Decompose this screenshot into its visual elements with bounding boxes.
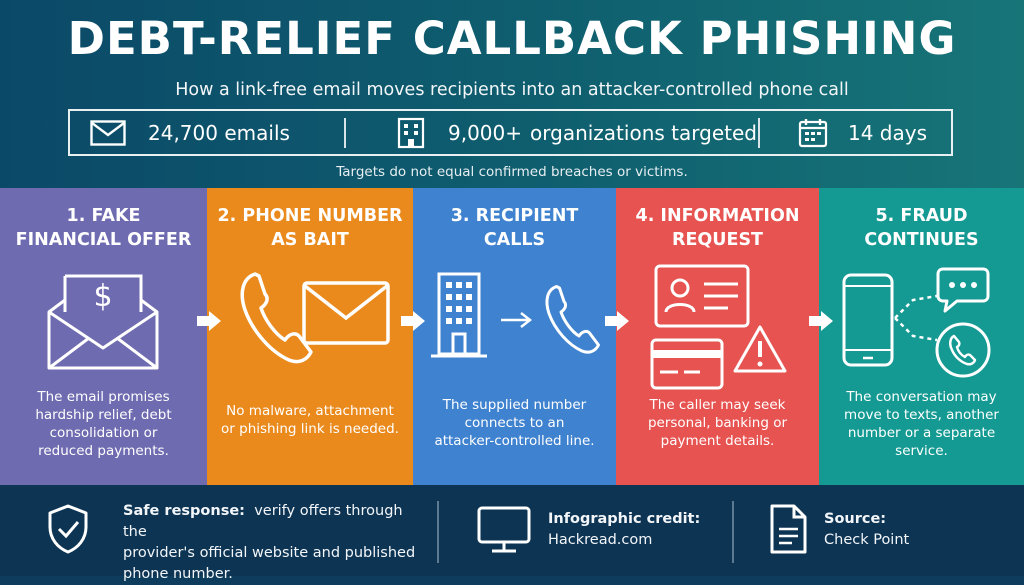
calendar-icon xyxy=(798,118,828,147)
source-value: Check Point xyxy=(824,532,910,548)
disclaimer-note: Targets do not equal confirmed breaches … xyxy=(336,164,688,180)
credit-label: Infographic credit: xyxy=(548,511,701,527)
step-text-line: hardship relief, debt xyxy=(35,407,172,423)
stats-separator xyxy=(758,118,760,148)
flow-arrow-icon xyxy=(197,311,221,331)
branch-lines-icon xyxy=(894,294,938,342)
stat-organizations-label: organizations targeted xyxy=(530,120,757,145)
step-text-line: The email promises xyxy=(37,389,170,405)
step-text-line: reduced payments. xyxy=(38,443,169,459)
source-label: Source: xyxy=(824,511,887,527)
step-text-line: service. xyxy=(895,443,948,459)
stat-duration: 14 days xyxy=(798,111,927,154)
step-title-line: FINANCIAL OFFER xyxy=(15,230,192,250)
step-description: The supplied number connects to an attac… xyxy=(421,396,608,450)
step-description: The conversation may move to texts, anot… xyxy=(827,388,1016,460)
page-title: DEBT-RELIEF CALLBACK PHISHING xyxy=(67,12,957,65)
step-panel-1: 1. FAKE FINANCIAL OFFER $ The email prom… xyxy=(0,188,207,485)
step-text-line: No malware, attachment xyxy=(226,403,394,419)
page-subtitle: How a link-free email moves recipients i… xyxy=(175,80,849,100)
step-title-line: REQUEST xyxy=(671,230,763,250)
credit-value: Hackread.com xyxy=(548,532,653,548)
safe-response-line-1: verify offers through the xyxy=(123,503,403,540)
step-text-line: number or a separate xyxy=(847,425,996,441)
money-envelope-icon: $ xyxy=(47,274,159,370)
chat-bubble-icon xyxy=(936,267,990,313)
smartphone-icon xyxy=(842,273,894,367)
right-arrow-icon xyxy=(501,312,533,328)
phone-icon xyxy=(240,272,313,364)
credit-card-icon xyxy=(650,338,724,390)
stats-separator xyxy=(344,118,346,148)
step-text-line: consolidation or xyxy=(49,425,158,441)
header-banner: DEBT-RELIEF CALLBACK PHISHING How a link… xyxy=(0,0,1024,188)
step-title: 1. FAKE FINANCIAL OFFER xyxy=(0,204,207,252)
safe-response-line: Safe response: verify offers through the xyxy=(123,501,423,543)
building-icon xyxy=(397,117,425,148)
safe-response-line-3: phone number. xyxy=(123,566,233,582)
step-title-line: 5. FRAUD xyxy=(875,206,968,226)
step-description: The email promises hardship relief, debt… xyxy=(8,388,199,460)
step-description: No malware, attachment or phishing link … xyxy=(215,402,405,438)
step-title-line: AS BAIT xyxy=(271,230,349,250)
monitor-icon xyxy=(477,506,531,553)
step-title: 4. INFORMATION REQUEST xyxy=(616,204,819,252)
svg-text:$: $ xyxy=(93,279,112,314)
step-title-line: CALLS xyxy=(483,230,546,250)
stat-organizations: 9,000+ organizations targeted xyxy=(396,111,757,154)
step-title-line: 3. RECIPIENT xyxy=(450,206,579,226)
shield-check-icon xyxy=(48,504,88,554)
step-title: 5. FRAUD CONTINUES xyxy=(819,204,1024,252)
id-card-icon xyxy=(654,264,750,328)
step-text-line: personal, banking or xyxy=(647,415,788,431)
safe-response-label: Safe response: xyxy=(123,503,245,519)
step-text-line: connects to an xyxy=(464,415,565,431)
envelope-icon xyxy=(302,281,390,345)
step-text-line: move to texts, another xyxy=(844,407,999,423)
step-panel-3: 3. RECIPIENT CALLS The supplied number c… xyxy=(413,188,616,485)
step-title-line: 4. INFORMATION xyxy=(635,206,800,226)
stat-organizations-value: 9,000+ xyxy=(448,120,523,145)
step-title-line: 2. PHONE NUMBER xyxy=(217,206,403,226)
warning-icon xyxy=(733,325,787,373)
safe-response-line-2: provider's official website and publishe… xyxy=(123,545,416,561)
source-text: Source: Check Point xyxy=(824,509,909,551)
step-text-line: attacker-controlled line. xyxy=(434,433,595,449)
step-panel-5: 5. FRAUD CONTINUES The conversation may … xyxy=(819,188,1024,485)
footer-separator xyxy=(732,501,734,563)
step-title: 2. PHONE NUMBER AS BAIT xyxy=(207,204,413,252)
step-title-line: 1. FAKE xyxy=(66,206,141,226)
step-text-line: or phishing link is needed. xyxy=(221,421,399,437)
footer-bar: Safe response: verify offers through the… xyxy=(0,485,1024,582)
footer-separator xyxy=(437,501,439,563)
office-building-icon xyxy=(431,272,487,358)
phone-icon xyxy=(545,285,600,354)
step-text-line: payment details. xyxy=(660,433,775,449)
stats-bar: 24,700 emails 9,000+ organizations targe… xyxy=(68,109,953,156)
step-panel-2: 2. PHONE NUMBER AS BAIT No malware, atta… xyxy=(207,188,413,485)
step-title-line: CONTINUES xyxy=(864,230,979,250)
envelope-icon xyxy=(90,119,126,146)
stat-emails: 24,700 emails xyxy=(90,111,290,154)
flow-arrow-icon xyxy=(401,311,425,331)
step-title: 3. RECIPIENT CALLS xyxy=(413,204,616,252)
credit-text: Infographic credit: Hackread.com xyxy=(548,509,700,551)
safe-response-text: Safe response: verify offers through the… xyxy=(123,501,423,585)
stat-emails-value: 24,700 emails xyxy=(148,120,290,145)
step-text-line: The supplied number xyxy=(442,397,587,413)
document-icon xyxy=(770,504,807,554)
call-circle-icon xyxy=(935,322,991,378)
flow-arrow-icon xyxy=(809,311,833,331)
step-text-line: The caller may seek xyxy=(649,397,786,413)
step-text-line: The conversation may xyxy=(846,389,997,405)
step-panel-4: 4. INFORMATION REQUEST The caller may se… xyxy=(616,188,819,485)
stat-duration-value: 14 days xyxy=(848,120,928,145)
flow-arrow-icon xyxy=(605,311,629,331)
step-description: The caller may seek personal, banking or… xyxy=(624,396,811,450)
